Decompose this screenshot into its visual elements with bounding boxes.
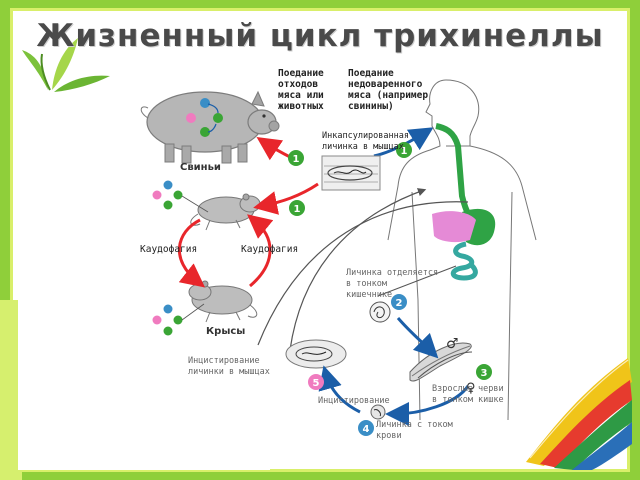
- arrow-stage-3-to-4: [385, 385, 470, 426]
- stage-badge: 1: [289, 200, 305, 216]
- label-adults: Взрослые черви в тонком кишке: [432, 384, 504, 405]
- encysted-larva-image: [285, 339, 347, 369]
- stage-badge: 1: [288, 150, 304, 166]
- line-muscle: [257, 201, 469, 346]
- label-larva-release: Личинка отделяется в тонком кишечнике: [346, 268, 439, 300]
- line-small-intestine: [377, 265, 457, 297]
- svg-text:5: 5: [313, 378, 320, 389]
- svg-text:1: 1: [401, 146, 408, 157]
- rat-icon: [188, 280, 258, 323]
- label-stage5: Инцистирование: [318, 396, 390, 406]
- liver: [432, 211, 476, 243]
- label-eating-waste: Поедание отходов мяса или животных: [278, 68, 324, 112]
- arrow-caudophagy-right: [247, 214, 274, 288]
- stage-badge: 1: [396, 142, 412, 158]
- label-caudophagy-left: Каудофагия: [140, 244, 198, 255]
- adult-worms-image: [409, 342, 473, 382]
- arrow-to-rat: [253, 182, 319, 215]
- arrow-to-pig: [256, 137, 293, 161]
- arrow-caudophagy-left: [178, 218, 206, 288]
- leaves-icon: [22, 38, 110, 92]
- label-larva-vessels: Личинка с током крови: [376, 420, 453, 441]
- pig-icon: [140, 90, 280, 164]
- svg-text:3: 3: [481, 368, 488, 379]
- larva-release-image: [369, 301, 391, 323]
- label-encyst: Инцистирование личинки в мышцах: [188, 356, 270, 377]
- stage-badge: 3: [476, 364, 492, 380]
- bottom-pane: [18, 300, 270, 470]
- human-outline-icon: [387, 79, 537, 421]
- rat-icon: [190, 193, 261, 231]
- stage-badge: 4: [358, 420, 374, 436]
- pig-mini-cycle: [186, 98, 223, 137]
- stage-badge: 2: [391, 294, 407, 310]
- line-blood-to-body: [289, 188, 427, 351]
- label-caudophagy-right: Каудофагия: [241, 244, 299, 255]
- female-symbol: ♀: [466, 381, 476, 396]
- svg-text:2: 2: [396, 298, 403, 309]
- label-rats: Крысы: [206, 326, 246, 337]
- rat-top-mini-cycle: [152, 180, 209, 213]
- larva-blood-image: [370, 404, 386, 420]
- rat-bottom-mini-cycle: [152, 303, 205, 336]
- arrow-stage-4-to-5: [318, 365, 361, 414]
- intestine: [450, 241, 478, 281]
- encapsulated-larva-image: [321, 155, 381, 191]
- arrow-stage-2-to-3: [396, 317, 439, 359]
- male-symbol: ♂: [446, 336, 459, 352]
- page-title: Жизненный цикл трихинеллы: [36, 18, 604, 54]
- svg-text:1: 1: [294, 204, 301, 215]
- svg-text:1: 1: [293, 154, 300, 165]
- label-pigs: Свиньи: [180, 162, 221, 173]
- label-eating-meat: Поедание недоваренного мяса (например св…: [348, 68, 429, 112]
- stage-badge: 5: [308, 374, 324, 390]
- ribbon-icon: [526, 358, 632, 470]
- svg-text:4: 4: [363, 424, 370, 435]
- side-band: [0, 300, 22, 480]
- label-encapsulated: Инкапсулированная личинка в мышцах: [322, 131, 409, 152]
